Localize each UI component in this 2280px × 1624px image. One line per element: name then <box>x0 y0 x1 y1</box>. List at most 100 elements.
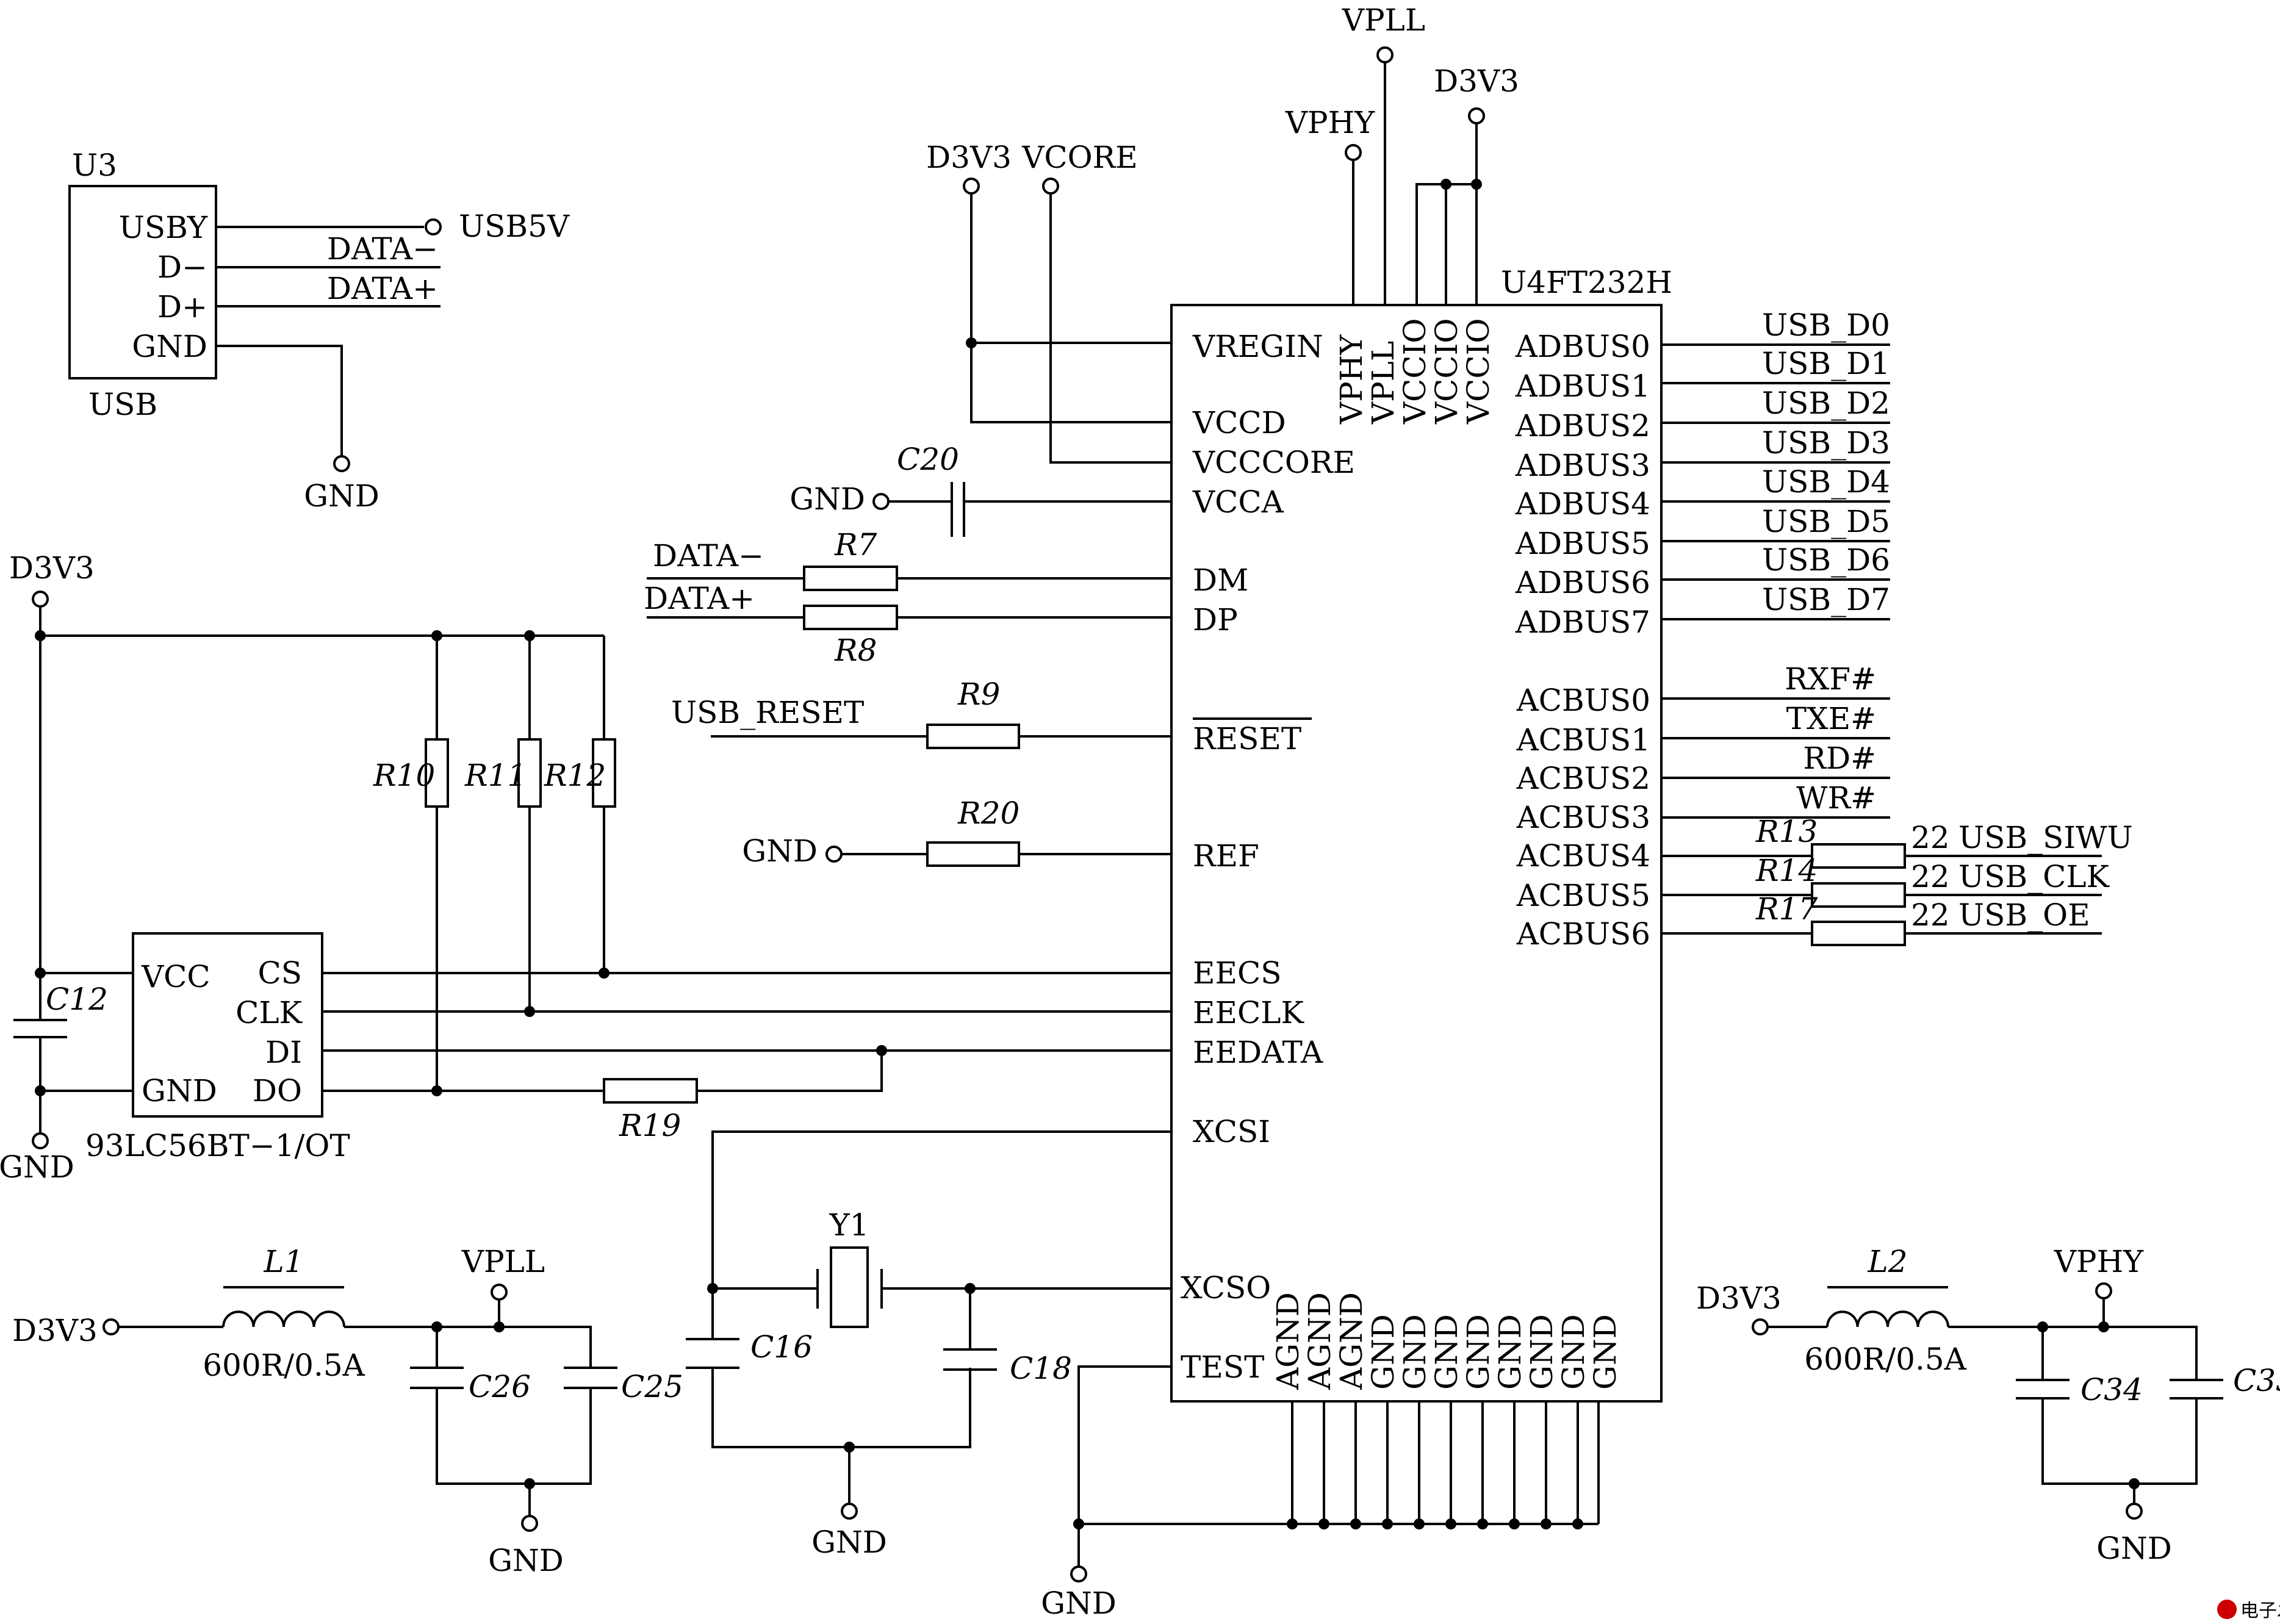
capacitor-c12 <box>13 1019 67 1038</box>
terminal-gnd-crystal <box>841 1503 858 1520</box>
net-usb-d4: USB_D4 <box>1762 464 1890 500</box>
net-usb-d1: USB_D1 <box>1762 346 1890 381</box>
resistor-r13 <box>1811 843 1906 869</box>
label-r12: R12 <box>544 758 606 793</box>
label-c26: C26 <box>469 1369 531 1404</box>
pin-gnd-6: GND <box>1524 1314 1559 1390</box>
net-usb-d6: USB_D6 <box>1762 542 1890 578</box>
pin-agnd-2: AGND <box>1302 1292 1337 1390</box>
pin-acbus4: ACBUS4 <box>1516 838 1650 874</box>
wire-l1 <box>118 1326 592 1485</box>
net-usb-oe: USB_OE <box>1958 897 2090 933</box>
net-vphy-bottom: VPHY <box>2054 1244 2144 1279</box>
label-r19: R19 <box>619 1108 681 1143</box>
usb-pin-dminus: D− <box>157 250 207 285</box>
junction-gnd-11 <box>1572 1518 1583 1529</box>
pin-adbus0: ADBUS0 <box>1515 329 1650 364</box>
net-gnd-l1: GND <box>488 1543 564 1578</box>
resistor-r12 <box>592 738 616 808</box>
pin-adbus1: ADBUS1 <box>1515 368 1650 404</box>
pin-acbus2: ACBUS2 <box>1516 761 1650 796</box>
label-r8: R8 <box>834 633 877 668</box>
pin-gnd-8: GND <box>1588 1314 1623 1390</box>
junction-xcsi <box>707 1283 718 1294</box>
net-vcore: VCORE <box>1021 140 1138 175</box>
vphy-filter: D3V3 L2 600R/0.5A VPHY C34 C33 GND <box>1696 1244 2280 1566</box>
junction-eeclk <box>524 1006 535 1017</box>
net-usb-clk: USB_CLK <box>1958 859 2110 894</box>
net-gnd-l2: GND <box>2096 1531 2172 1566</box>
label-r17: R17 <box>1755 891 1818 927</box>
pin-vccio-3: VCCIO <box>1461 318 1496 425</box>
terminal-vphy-top <box>1345 144 1362 161</box>
net-usb-d7: USB_D7 <box>1762 582 1890 617</box>
usb-pin-dplus: D+ <box>157 289 207 325</box>
terminal-usb-gnd <box>333 455 350 472</box>
terminal-gnd-eeprom <box>32 1132 49 1149</box>
value-r13: 22 <box>1911 820 1950 855</box>
junction-gnd-8 <box>1477 1518 1488 1529</box>
eeprom-name: 93LC56BT−1/OT <box>85 1128 350 1163</box>
wire-usb-gnd <box>216 345 343 456</box>
label-c34: C34 <box>2080 1372 2143 1407</box>
eeprom-pin-vcc: VCC <box>141 959 210 994</box>
pin-adbus3: ADBUS3 <box>1515 448 1650 483</box>
net-d3v3-eeprom: D3V3 <box>9 550 95 586</box>
vcca-decoupling: GND C20 <box>789 442 1171 537</box>
pin-gnd-3: GND <box>1429 1314 1464 1390</box>
label-c20: C20 <box>897 442 959 477</box>
crystal-section: Y1 C16 C18 GND <box>686 1130 1171 1560</box>
crystal-y1 <box>830 1246 869 1328</box>
net-data-minus-top: DATA− <box>327 231 438 267</box>
terminal-vcore <box>1042 178 1059 195</box>
usb-connector-name: USB <box>88 387 157 422</box>
junction-vccio-2 <box>1440 179 1451 190</box>
terminal-gnd-l2 <box>2126 1503 2143 1520</box>
ft232h-ref: U4FT232H <box>1501 265 1672 300</box>
pin-ref: REF <box>1193 838 1259 874</box>
pin-vccio-2: VCCIO <box>1429 318 1464 425</box>
resistor-r20 <box>926 841 1020 867</box>
pin-agnd-1: AGND <box>1270 1292 1306 1390</box>
pin-vphy: VPHY <box>1334 334 1369 425</box>
net-gnd-ref: GND <box>742 833 818 869</box>
net-usb-d3: USB_D3 <box>1762 425 1890 461</box>
terminal-gnd-ic <box>1070 1565 1087 1583</box>
label-l1: L1 <box>263 1244 303 1279</box>
net-usb-d2: USB_D2 <box>1762 386 1890 421</box>
pin-gnd-2: GND <box>1397 1314 1433 1390</box>
net-d3v3-top: D3V3 <box>1434 63 1519 99</box>
value-r17: 22 <box>1911 897 1950 933</box>
watermark-logo-icon <box>2217 1600 2237 1619</box>
junction-gnd-10 <box>1541 1518 1552 1529</box>
vpll-filter: D3V3 L1 600R/0.5A VPLL C26 C25 GND <box>12 1244 683 1578</box>
terminal-d3v3-top <box>1468 107 1485 124</box>
junction-gnd-5 <box>1382 1518 1393 1529</box>
junction-eeprom-vcc <box>35 968 46 979</box>
wire-ground-bus <box>1077 1365 1600 1567</box>
pin-acbus1: ACBUS1 <box>1516 722 1650 758</box>
net-gnd-crystal: GND <box>811 1525 887 1560</box>
net-usb5v: USB5V <box>459 209 570 244</box>
label-r14: R14 <box>1755 853 1818 888</box>
pin-dm: DM <box>1193 562 1248 598</box>
capacitors-c26-c25 <box>410 1367 617 1389</box>
net-gnd-ic: GND <box>1041 1586 1117 1621</box>
wire-pullups <box>436 636 605 1091</box>
terminal-usb5v <box>425 218 442 235</box>
junction-rail-left <box>35 630 46 641</box>
net-usb-siwu: USB_SIWU <box>1958 820 2133 855</box>
label-r20: R20 <box>957 796 1020 831</box>
rating-l1: 600R/0.5A <box>203 1348 365 1383</box>
net-usb-d0: USB_D0 <box>1762 307 1890 343</box>
pin-adbus6: ADBUS6 <box>1515 565 1650 600</box>
usb-connector-body <box>68 185 217 379</box>
junction-xcso <box>965 1283 976 1294</box>
eeprom-pin-cs: CS <box>257 955 302 991</box>
net-d3v3-l2: D3V3 <box>1696 1281 1782 1316</box>
label-r10: R10 <box>373 758 435 793</box>
eeprom-pin-do: DO <box>253 1073 302 1108</box>
junction-vregin <box>966 337 977 348</box>
right-bus-nets: USB_D0 USB_D1 USB_D2 USB_D3 USB_D4 USB_D… <box>1661 307 2133 946</box>
wire-vregin-vccd <box>970 193 1171 423</box>
